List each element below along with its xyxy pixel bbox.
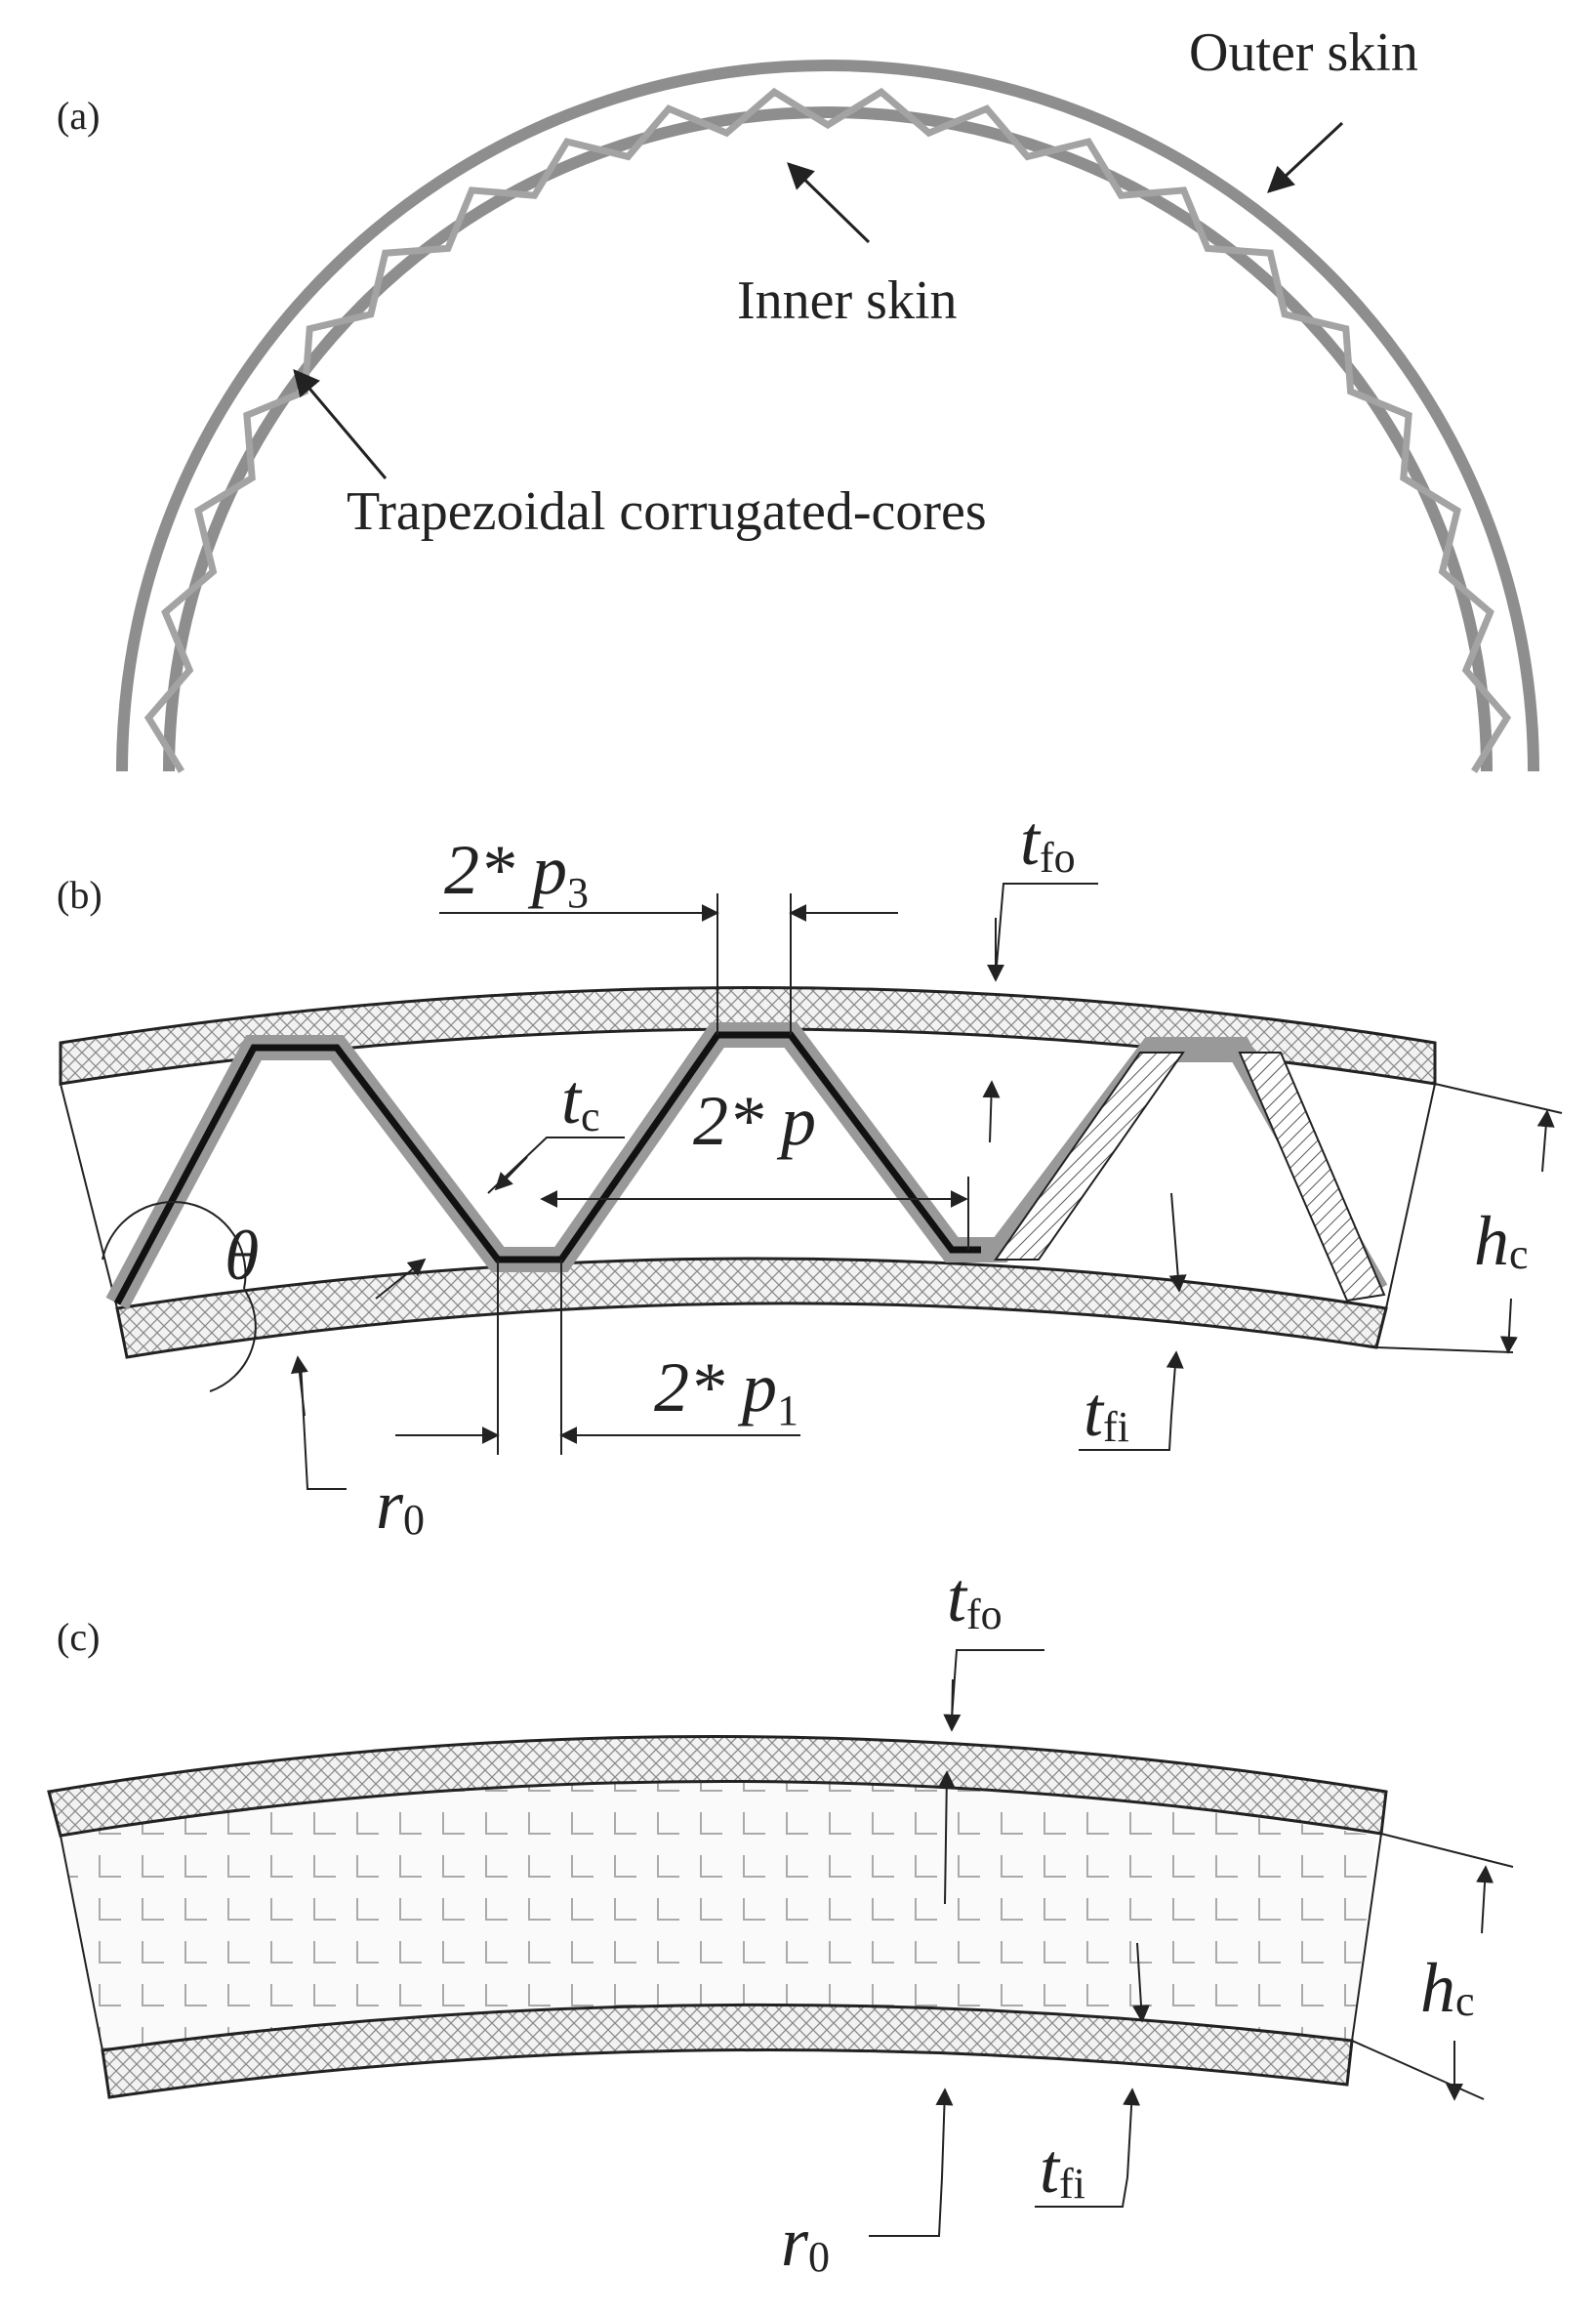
hc-ext-top bbox=[1434, 1083, 1563, 1114]
tfo-leader-b bbox=[995, 883, 1098, 977]
panel-c: (c) tfo hc tfi r0 bbox=[47, 1558, 1514, 2281]
panel-a: (a) Outer skin Inner skin Trapezoidal co… bbox=[57, 22, 1539, 773]
core-hatched-right bbox=[1238, 1052, 1386, 1303]
tfi-arrow-top-c bbox=[1132, 1942, 1150, 2023]
inner-skin-label: Inner skin bbox=[737, 270, 958, 331]
hc-arrow-bottom bbox=[1499, 1298, 1518, 1354]
tfo-label-c: tfo bbox=[947, 1558, 1003, 1638]
r0-label-b: r0 bbox=[376, 1466, 425, 1544]
hc-label-b: hc bbox=[1474, 1202, 1529, 1280]
r0-arrow-c bbox=[935, 2088, 954, 2178]
panel-a-label: (a) bbox=[57, 94, 100, 138]
inner-skin-arrow bbox=[787, 162, 871, 244]
p-label: 2* p bbox=[693, 1082, 816, 1160]
theta-arc bbox=[102, 1201, 247, 1290]
tfi-label-b: tfi bbox=[1084, 1373, 1129, 1451]
hc-arrow-top bbox=[1536, 1109, 1555, 1173]
tfo-arrow-bottom-b bbox=[982, 1080, 1001, 1143]
hc-ext-bottom-c bbox=[1351, 2040, 1485, 2100]
core-hatched-end bbox=[994, 1052, 1185, 1261]
tfi-leader-c bbox=[1035, 2176, 1128, 2208]
core-fill-c bbox=[61, 1782, 1376, 2050]
core-zigzag bbox=[143, 87, 1512, 773]
tc-arrow-1 bbox=[494, 1156, 528, 1191]
tfo-arrow-top-c bbox=[943, 1678, 962, 1732]
tfi-arrow-bottom-c bbox=[1123, 2088, 1141, 2178]
inner-skin-b bbox=[115, 1257, 1388, 1359]
r0-arrow-b bbox=[290, 1355, 308, 1417]
hc-ext-top-c bbox=[1380, 1833, 1514, 1868]
tfi-arrow-top-b bbox=[1168, 1192, 1187, 1293]
panel-b: (b) 2* p3 tfo tc 2* p bbox=[57, 802, 1563, 1544]
outer-skin-label: Outer skin bbox=[1189, 22, 1418, 83]
theta-arc-2 bbox=[209, 1288, 257, 1392]
p3-label: 2* p3 bbox=[444, 831, 589, 917]
panel-b-label: (b) bbox=[57, 873, 102, 917]
tfi-leader-b bbox=[1079, 1415, 1172, 1451]
left-edge bbox=[60, 1083, 118, 1309]
right-edge-c bbox=[1351, 1833, 1382, 2042]
cores-arrow bbox=[293, 368, 388, 479]
hc-ext-bottom bbox=[1375, 1346, 1514, 1353]
inner-skin-c bbox=[101, 2003, 1354, 2099]
outer-skin-arrow bbox=[1267, 121, 1344, 193]
left-edge-c bbox=[60, 1835, 103, 2051]
hc-label-c: hc bbox=[1420, 1949, 1475, 2027]
hc-arrow-top-c bbox=[1476, 1865, 1494, 1934]
r0-label-c: r0 bbox=[781, 2203, 830, 2281]
tfi-label-c: tfi bbox=[1040, 2130, 1085, 2208]
tc-label: tc bbox=[561, 1060, 600, 1140]
outer-skin-c bbox=[47, 1735, 1388, 1838]
tfi-arrow-bottom-b bbox=[1166, 1350, 1184, 1417]
tc-arrow-2 bbox=[375, 1258, 427, 1300]
p1-label: 2* p1 bbox=[654, 1348, 798, 1434]
outer-skin-arc bbox=[116, 60, 1539, 772]
r0-leader-b bbox=[300, 1361, 347, 1490]
r0-leader-c bbox=[869, 2176, 943, 2237]
tfo-leader-c bbox=[951, 1649, 1044, 1719]
inner-skin-arc bbox=[163, 106, 1493, 772]
tfo-label-b: tfo bbox=[1020, 802, 1076, 882]
panel-c-label: (c) bbox=[57, 1615, 100, 1659]
cores-label: Trapezoidal corrugated-cores bbox=[347, 481, 987, 542]
tfo-arrow-bottom-c bbox=[937, 1770, 956, 1905]
right-edge bbox=[1385, 1083, 1436, 1309]
